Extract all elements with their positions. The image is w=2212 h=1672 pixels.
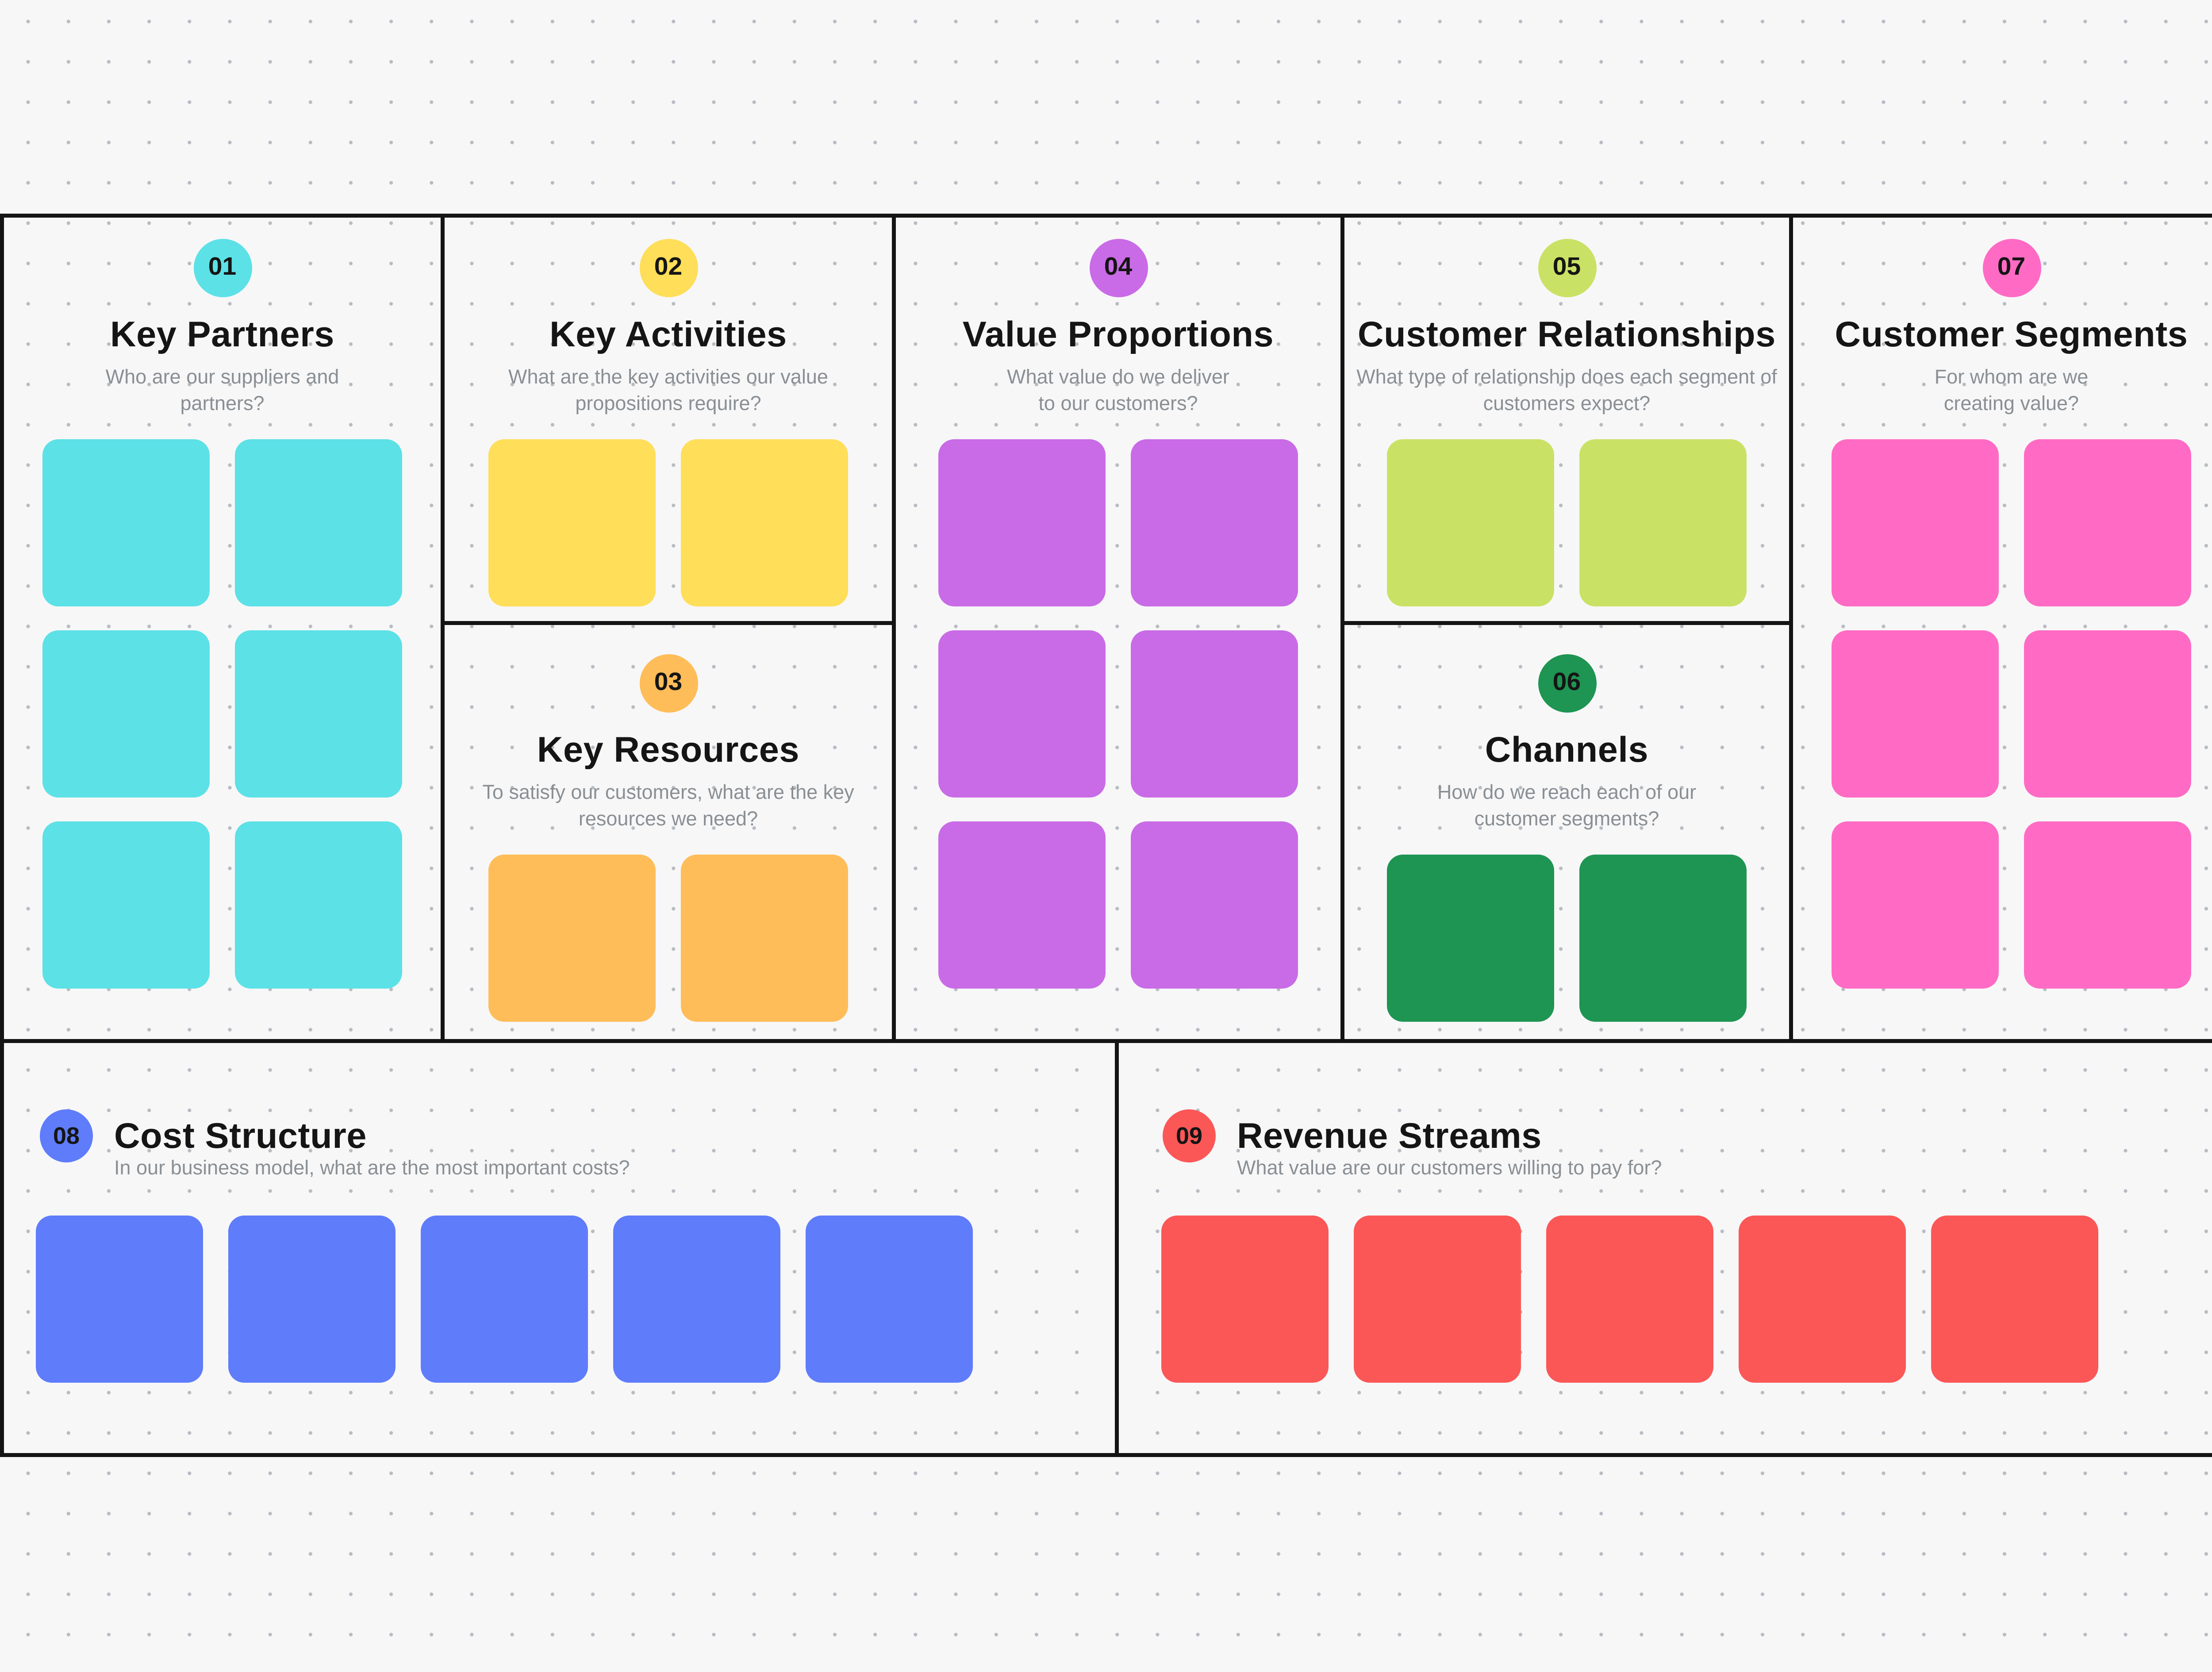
section-title: Cost Structure [114, 1115, 367, 1155]
sticky-note[interactable] [938, 630, 1106, 798]
canvas-divider-key-activities-resources [441, 621, 896, 625]
canvas-divider-cost-revenue [1115, 1039, 1119, 1453]
section-header: 08 Cost Structure [40, 1109, 367, 1162]
sticky-note[interactable] [421, 1216, 588, 1383]
section-subtitle: To satisfy our customers, what are the k… [482, 782, 854, 831]
sticky-notes-row [1161, 1216, 2098, 1383]
section-subtitle: What value are our customers willing to … [1237, 1157, 1662, 1180]
section-title: Customer Relationships [1358, 314, 1776, 354]
sticky-note[interactable] [1832, 821, 1999, 989]
section-number-badge: 03 [639, 654, 698, 713]
sticky-notes-grid [1832, 439, 2191, 989]
section-header: 09 Revenue Streams [1163, 1109, 1542, 1162]
sticky-note[interactable] [42, 439, 210, 606]
section-channels: 06 Channels How do we reach each of our … [1344, 625, 1789, 1035]
section-title: Key Partners [110, 314, 334, 354]
sticky-note[interactable] [2024, 821, 2191, 989]
sticky-note[interactable] [1131, 630, 1298, 798]
section-subtitle: Who are our suppliers and partners? [105, 366, 339, 415]
sticky-note[interactable] [42, 630, 210, 798]
sticky-note[interactable] [613, 1216, 780, 1383]
section-number-badge: 01 [193, 239, 252, 297]
section-subtitle: What value do we deliver to our customer… [1007, 366, 1229, 415]
sticky-notes-grid [1387, 855, 1747, 1022]
section-number-badge: 04 [1089, 239, 1148, 297]
section-number-badge: 07 [1982, 239, 2041, 297]
canvas-border-top [0, 214, 2212, 218]
section-subtitle: For whom are we creating value? [1934, 366, 2089, 415]
sticky-notes-grid [488, 855, 848, 1022]
sticky-note[interactable] [1579, 439, 1747, 606]
sticky-note[interactable] [488, 855, 656, 1022]
sticky-notes-grid [938, 439, 1298, 989]
sticky-note[interactable] [938, 821, 1106, 989]
section-subtitle: In our business model, what are the most… [114, 1157, 630, 1180]
sticky-note[interactable] [1387, 439, 1554, 606]
section-customer-relationships: 05 Customer Relationships What type of r… [1344, 218, 1789, 617]
sticky-note[interactable] [681, 439, 848, 606]
section-number-badge: 06 [1537, 654, 1596, 713]
sticky-note[interactable] [235, 821, 402, 989]
sticky-note[interactable] [681, 855, 848, 1022]
canvas-divider-col3 [1340, 214, 1344, 1043]
section-revenue-streams: 09 Revenue Streams What value are our cu… [1119, 1043, 2212, 1449]
section-subtitle: What are the key activities our value pr… [508, 366, 828, 415]
sticky-note[interactable] [806, 1216, 973, 1383]
sticky-notes-grid [1387, 439, 1747, 606]
sticky-note[interactable] [228, 1216, 396, 1383]
section-key-activities: 02 Key Activities What are the key activ… [445, 218, 892, 617]
section-title: Channels [1485, 730, 1649, 770]
sticky-note[interactable] [235, 439, 402, 606]
sticky-note[interactable] [235, 630, 402, 798]
sticky-note[interactable] [1131, 821, 1298, 989]
canvas-divider-relationships-channels [1340, 621, 1793, 625]
sticky-note[interactable] [938, 439, 1106, 606]
section-cost-structure: 08 Cost Structure In our business model,… [4, 1043, 1115, 1449]
section-key-resources: 03 Key Resources To satisfy our customer… [445, 625, 892, 1035]
sticky-notes-grid [488, 439, 848, 606]
section-customer-segments: 07 Customer Segments For whom are we cre… [1793, 218, 2212, 1035]
sticky-note[interactable] [488, 439, 656, 606]
canvas-divider-col1 [441, 214, 445, 1043]
section-key-partners: 01 Key Partners Who are our suppliers an… [4, 218, 441, 1035]
section-title: Customer Segments [1835, 314, 2188, 354]
sticky-note[interactable] [2024, 630, 2191, 798]
sticky-note[interactable] [1739, 1216, 1906, 1383]
sticky-note[interactable] [1354, 1216, 1521, 1383]
sticky-note[interactable] [1546, 1216, 1713, 1383]
sticky-note[interactable] [1387, 855, 1554, 1022]
section-subtitle: How do we reach each of our customer seg… [1437, 782, 1697, 831]
section-subtitle: What type of relationship does each segm… [1356, 366, 1777, 415]
section-value-proportions: 04 Value Proportions What value do we de… [896, 218, 1340, 1035]
canvas-divider-col4 [1789, 214, 1793, 1043]
section-number-badge: 05 [1537, 239, 1596, 297]
sticky-note[interactable] [42, 821, 210, 989]
sticky-note[interactable] [2024, 439, 2191, 606]
canvas-border-bottom [0, 1453, 2212, 1457]
section-title: Key Resources [537, 730, 800, 770]
section-number-badge: 08 [40, 1109, 93, 1162]
section-title: Key Activities [549, 314, 787, 354]
canvas-border-middle [0, 1039, 2212, 1043]
sticky-note[interactable] [1931, 1216, 2098, 1383]
section-number-badge: 09 [1163, 1109, 1216, 1162]
sticky-note[interactable] [1161, 1216, 1329, 1383]
sticky-note[interactable] [1832, 439, 1999, 606]
section-number-badge: 02 [639, 239, 698, 297]
canvas-border-left [0, 214, 4, 1457]
sticky-notes-row [36, 1216, 973, 1383]
sticky-note[interactable] [1131, 439, 1298, 606]
section-title: Value Proportions [962, 314, 1274, 354]
sticky-note[interactable] [36, 1216, 203, 1383]
sticky-note[interactable] [1579, 855, 1747, 1022]
sticky-note[interactable] [1832, 630, 1999, 798]
sticky-notes-grid [42, 439, 402, 989]
section-title: Revenue Streams [1237, 1115, 1542, 1155]
canvas-divider-col2 [892, 214, 896, 1043]
